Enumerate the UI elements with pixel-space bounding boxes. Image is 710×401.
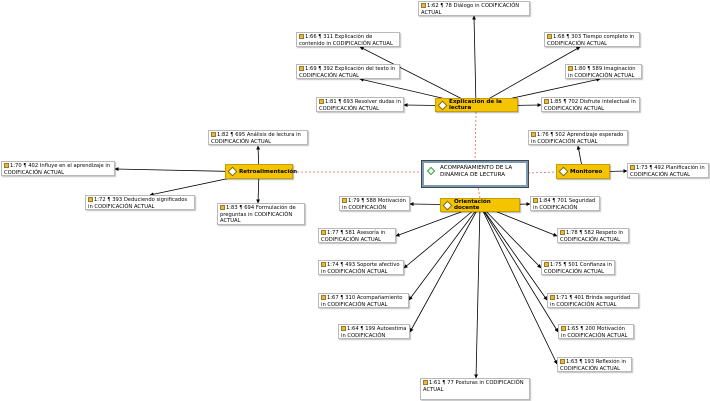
- arrow-link: [479, 204, 559, 333]
- quote-node-tiempo-completo[interactable]: 1:68 ¶ 303 Tiempo completo in CODIFICACI…: [544, 32, 640, 47]
- arrow-link: [479, 204, 548, 301]
- code-diamond-icon: [437, 100, 448, 110]
- arrow-link: [479, 204, 542, 269]
- quote-node-acompanamiento[interactable]: 1:67 ¶ 310 Acompañamiento in CODIFICACIÓ…: [318, 293, 409, 308]
- core-node[interactable]: ACOMPAÑAMIENTO DE LA DINÁMICA DE LECTURA: [421, 160, 529, 188]
- arrow-link: [474, 204, 481, 379]
- code-diamond-icon: [227, 166, 238, 177]
- quotation-icon: [423, 380, 428, 385]
- code-diamond-icon: [442, 200, 453, 210]
- category-monitoreo[interactable]: Monitoreo: [556, 164, 610, 179]
- quote-node-influye-aprendizaje[interactable]: 1:70 ¶ 402 Influye en el aprendizaje in …: [1, 161, 115, 176]
- category-retroalimentacion[interactable]: Retroalimentación: [225, 164, 297, 179]
- quote-node-deduciendo-significados[interactable]: 1:72 ¶ 393 Deduciendo significados in CO…: [85, 195, 195, 210]
- quote-node-imaginacion[interactable]: 1:80 ¶ 589 Imaginación in CODIFICACIÓN A…: [565, 64, 642, 79]
- quotation-icon: [547, 34, 552, 39]
- quotation-icon: [544, 99, 549, 104]
- quote-node-reflexion[interactable]: 1:63 ¶ 193 Reflexión in CODIFICACIÓN ACT…: [557, 357, 632, 372]
- quote-node-disfrute-intelectual[interactable]: 1:85 ¶ 702 Disfrute intelectual in CODIF…: [541, 97, 640, 112]
- quote-node-resolver-dudas[interactable]: 1:81 ¶ 693 Resolver dudas in CODIFICACIÓ…: [316, 97, 404, 112]
- quotation-icon: [4, 163, 9, 168]
- category-label: Orientación docente: [454, 199, 491, 211]
- quote-node-confianza[interactable]: 1:75 ¶ 501 Confianza in CODIFICACIÓN ACT…: [541, 260, 615, 275]
- quote-node-brinda-seguridad[interactable]: 1:71 ¶ 401 Brinda seguridad in CODIFICAC…: [547, 293, 639, 308]
- quote-node-autoestima[interactable]: 1:64 ¶ 199 Autoestima in CODIFICACIÓN AC…: [338, 324, 410, 339]
- category-label: Monitoreo: [570, 168, 603, 175]
- quote-node-aprendizaje-esperado[interactable]: 1:76 ¶ 502 Aprendizaje esperado in CODIF…: [528, 130, 628, 145]
- quote-node-seguridad[interactable]: 1:84 ¶ 701 Seguridad in CODIFICACIÓN ACT…: [530, 196, 600, 211]
- quotation-icon: [211, 132, 216, 137]
- quote-node-asesoria[interactable]: 1:77 ¶ 581 Asesoría in CODIFICACIÓN ACTU…: [318, 228, 396, 243]
- code-diamond-icon: [558, 166, 569, 177]
- network-diamond-icon: [426, 166, 436, 176]
- quote-node-planificacion[interactable]: 1:73 ¶ 492 Planificación in CODIFICACIÓN…: [627, 163, 709, 178]
- quotation-icon: [421, 3, 426, 8]
- quotation-icon: [321, 230, 326, 235]
- arrow-link: [409, 204, 481, 333]
- arrow-link: [475, 46, 581, 107]
- quote-node-soporte-afectivo[interactable]: 1:74 ¶ 493 Soporte afectivo in CODIFICAC…: [318, 260, 404, 275]
- dashed-link: [474, 111, 477, 162]
- quote-node-formulacion-preguntas[interactable]: 1:83 ¶ 694 Formulación de preguntas in C…: [217, 203, 305, 225]
- quote-node-posturas[interactable]: 1:61 ¶ 77 Posturas in CODIFICACIÓN ACTUA…: [420, 378, 530, 400]
- quotation-icon: [341, 326, 346, 331]
- dashed-link: [527, 171, 557, 174]
- quotation-icon: [321, 262, 326, 267]
- quotation-icon: [531, 132, 536, 137]
- category-orientacion[interactable]: Orientación docente: [440, 198, 520, 212]
- arrow-link: [479, 204, 558, 365]
- category-label: Explicación de la lectura: [449, 99, 502, 111]
- arrow-link: [472, 15, 477, 107]
- quote-node-respeto[interactable]: 1:78 ¶ 582 Respeto in CODIFICACIÓN ACTUA…: [557, 228, 629, 243]
- quote-node-explicacion-contenido[interactable]: 1:66 ¶ 311 Explicación de contenido in C…: [296, 32, 400, 47]
- core-label: ACOMPAÑAMIENTO DE LA DINÁMICA DE LECTURA: [440, 165, 513, 178]
- quotation-icon: [220, 205, 225, 210]
- quotation-icon: [568, 66, 573, 71]
- quote-node-dialogo[interactable]: 1:62 ¶ 78 Diálogo in CODIFICACIÓN ACTUAL: [418, 1, 530, 16]
- quotation-icon: [560, 359, 565, 364]
- quotation-icon: [299, 66, 304, 71]
- quotation-icon: [561, 326, 566, 331]
- quotation-icon: [321, 295, 326, 300]
- quote-node-motivacion-1[interactable]: 1:79 ¶ 588 Motivación in CODIFICACIÓN AC…: [339, 196, 410, 211]
- arrow-link: [403, 204, 481, 269]
- quotation-icon: [319, 99, 324, 104]
- quote-node-explicacion-texto[interactable]: 1:69 ¶ 392 Explicación del texto in CODI…: [296, 64, 400, 79]
- arrow-link: [359, 46, 477, 107]
- quotation-icon: [630, 165, 635, 170]
- dashed-link: [477, 186, 481, 199]
- category-label: Retroalimentación: [239, 168, 298, 175]
- quotation-icon: [550, 295, 555, 300]
- quotation-icon: [342, 198, 347, 203]
- quote-node-motivacion-2[interactable]: 1:65 ¶ 200 Motivación in CODIFICACIÓN AC…: [558, 324, 634, 339]
- quotation-icon: [88, 197, 93, 202]
- category-explicacion[interactable]: Explicación de la lectura: [435, 98, 518, 112]
- quotation-icon: [299, 34, 304, 39]
- quotation-icon: [544, 262, 549, 267]
- quotation-icon: [533, 198, 538, 203]
- quotation-icon: [560, 230, 565, 235]
- quote-node-analisis-lectura[interactable]: 1:82 ¶ 695 Análisis de lectura in CODIFI…: [208, 130, 308, 145]
- arrow-link: [408, 204, 481, 301]
